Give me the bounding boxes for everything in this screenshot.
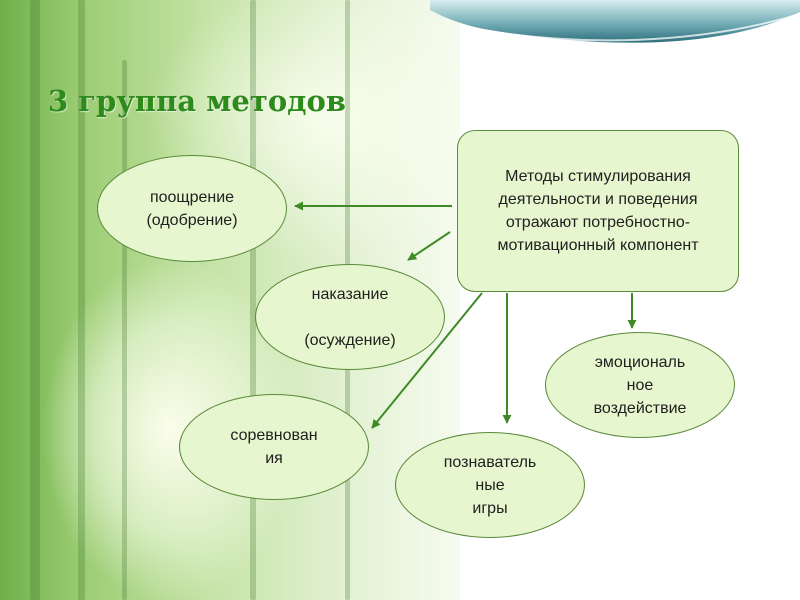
method-encouragement: поощрение (одобрение) (97, 155, 287, 262)
central-concept-box: Методы стимулирования деятельности и пов… (457, 130, 739, 292)
method-punishment: наказание (осуждение) (255, 264, 445, 370)
arrow-to-punishment (408, 232, 450, 260)
method-emotional-impact: эмоциональ ное воздействие (545, 332, 735, 438)
method-educational-games: познаватель ные игры (395, 432, 585, 538)
method-competition: соревнован ия (179, 394, 369, 500)
